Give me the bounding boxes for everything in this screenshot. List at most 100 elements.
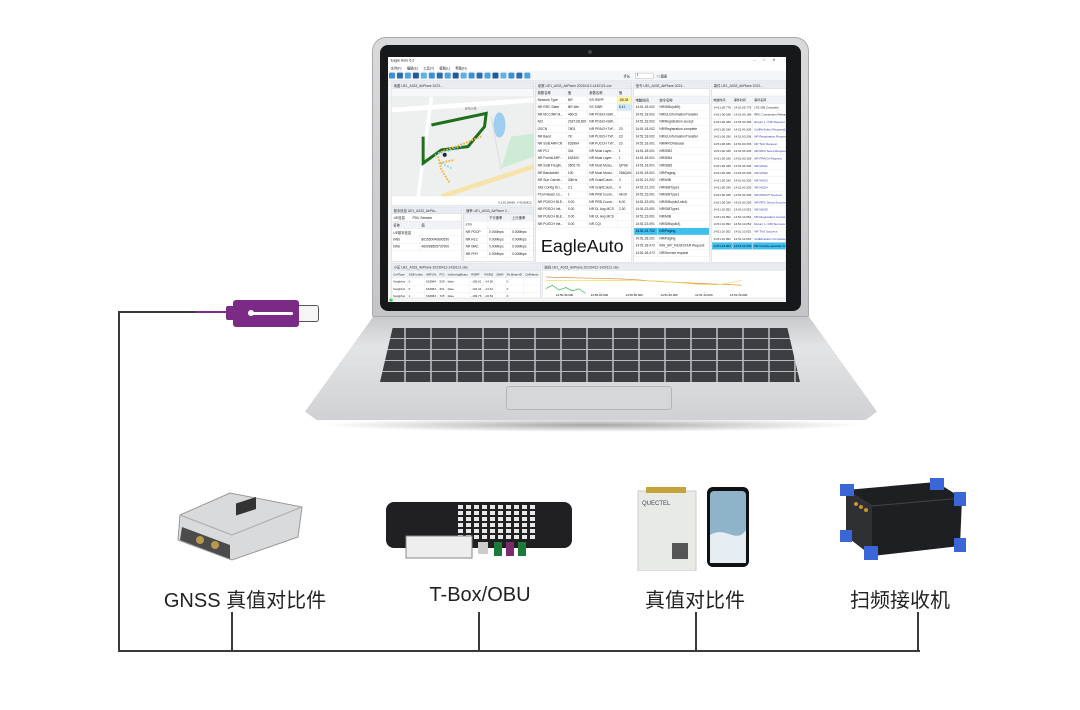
rate-panel-title[interactable]: 速率 UE1_A033_AirPlane 2... xyxy=(463,207,534,214)
signaling-panel-title[interactable]: 信令 UE1_A033_AirPlane 2023... xyxy=(633,82,710,89)
toolbar-button-icon[interactable] xyxy=(500,72,507,79)
toolbar-button-icon[interactable] xyxy=(412,72,419,79)
map-view[interactable]: 吉林大路 xyxy=(391,96,534,197)
map-panel-title[interactable]: 地图 UE1_A033_AirPlane 2023... xyxy=(391,82,534,89)
menu-item[interactable]: 模版(L) xyxy=(439,66,451,71)
column-header[interactable] xyxy=(463,213,488,222)
toolbar-button-icon[interactable] xyxy=(428,72,435,79)
column-header[interactable]: PCI xyxy=(437,270,447,278)
toolbar-button-icon[interactable] xyxy=(444,72,451,79)
toolbar-button-icon[interactable] xyxy=(524,72,531,79)
column-header[interactable]: 事件名称 xyxy=(752,96,786,104)
tab-ue-info[interactable]: UE信息 xyxy=(393,216,405,220)
toolbar-button-icon[interactable] xyxy=(468,72,475,79)
column-header[interactable]: 值 xyxy=(617,88,632,97)
menu-item[interactable]: 文件(F) xyxy=(390,66,402,71)
toolbar-button-icon[interactable] xyxy=(436,72,443,79)
table-row[interactable]: UE基本信息 xyxy=(391,228,462,237)
toolbar-button-icon[interactable] xyxy=(420,72,427,79)
column-header[interactable]: 上行速率 xyxy=(510,213,534,222)
map-toolbar[interactable] xyxy=(391,88,534,97)
column-header[interactable]: CellType xyxy=(391,270,408,278)
column-header[interactable]: 值 xyxy=(419,221,462,229)
window-controls[interactable]: –□✕ xyxy=(753,57,783,62)
tab-pdu-session[interactable]: PDU Session xyxy=(412,216,433,220)
toolbar-button-icon[interactable] xyxy=(396,72,403,79)
toolbar-button-icon[interactable] xyxy=(452,72,459,79)
column-header[interactable]: SINR xyxy=(494,270,506,278)
toolbar-button-icon[interactable] xyxy=(476,72,483,79)
column-header[interactable]: ARFCN xyxy=(424,270,439,278)
column-header[interactable]: CellName xyxy=(523,270,541,278)
menu-item[interactable]: 工具(T) xyxy=(423,66,435,71)
toolbar-button-icon[interactable] xyxy=(516,72,523,79)
column-header[interactable]: Rx BeamID xyxy=(504,270,524,278)
chart-panel-title[interactable]: 曲线 UE1_A033_AirPlane 20230412-1430121.xl… xyxy=(542,263,786,271)
toolbar-button-icon[interactable] xyxy=(460,72,467,79)
column-header[interactable]: IsServingBeam xyxy=(445,270,470,278)
column-header[interactable]: 电脑时间 xyxy=(711,96,733,104)
chart-checkbox[interactable]: ☐ 图表 xyxy=(656,74,668,79)
toolbar-button-icon[interactable] xyxy=(388,72,395,79)
column-header[interactable]: 参数名称 xyxy=(587,88,618,97)
column-header[interactable]: 值 xyxy=(566,88,588,97)
column-header[interactable]: RSRP xyxy=(469,270,484,278)
column-header[interactable]: 名称 xyxy=(391,221,421,229)
step-input[interactable]: 1 xyxy=(635,72,654,79)
menu-item[interactable]: 帮助(H) xyxy=(455,66,467,71)
column-header[interactable]: RSRQ xyxy=(482,270,496,278)
